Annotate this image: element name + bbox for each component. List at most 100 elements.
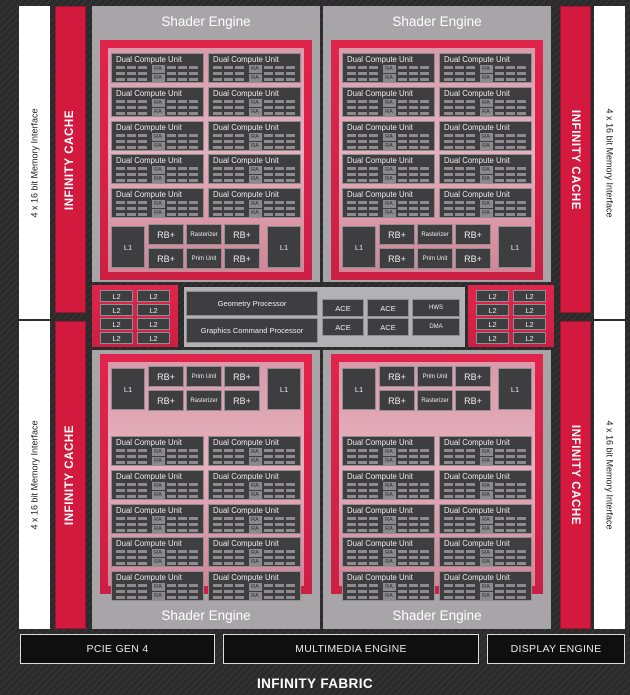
simd-strip [116, 494, 149, 498]
render-backend: RB+ [379, 248, 415, 269]
dual-compute-unit-label: Dual Compute Unit [347, 156, 413, 166]
simd-strip [444, 482, 477, 486]
simd-strip [116, 207, 149, 211]
l2-slice: L2 [476, 290, 509, 302]
dual-compute-unit-label: Dual Compute Unit [347, 438, 413, 447]
l2-slice: L2 [476, 304, 509, 316]
shader-engine-title: Shader Engine [161, 608, 251, 623]
simd-strip [444, 105, 477, 109]
ray-accelerator: RA [382, 549, 396, 558]
simd-strip [263, 133, 296, 137]
dual-compute-unit-label: Dual Compute Unit [444, 573, 510, 583]
ray-accelerator: RA [151, 175, 165, 184]
simd-strip [166, 105, 199, 109]
simd-strip [213, 139, 246, 143]
simd-strip [213, 72, 246, 75]
render-backend: RB+ [224, 224, 260, 245]
simd-strip [166, 111, 199, 115]
simd-strip [397, 207, 430, 211]
rasterizer: Rasterizer [186, 390, 222, 411]
simd-strip [116, 584, 149, 588]
simd-strip [263, 105, 296, 109]
simd-strip [494, 550, 527, 554]
simd-strip [397, 556, 430, 560]
simd-strip [263, 449, 296, 452]
render-backend: RB+ [224, 366, 260, 387]
render-backend: RB+ [224, 248, 260, 269]
simd-strip [166, 590, 199, 594]
simd-strip [494, 596, 527, 600]
simd-strip [494, 139, 527, 143]
simd-strip [166, 584, 199, 588]
ray-accelerator: RA [382, 515, 396, 524]
dual-compute-unit-label: Dual Compute Unit [213, 539, 279, 549]
ray-accelerator: RA [382, 200, 396, 209]
simd-strip [116, 111, 149, 115]
ray-accelerator: RA [479, 558, 493, 567]
shader-engine-title: Shader Engine [392, 14, 482, 29]
memory-interface-label: 4 x 16 bit Memory Interface [604, 107, 615, 218]
simd-strip [444, 72, 477, 75]
dual-compute-unit-label: Dual Compute Unit [116, 88, 182, 98]
ray-accelerator: RA [382, 524, 396, 533]
ray-accelerator: RA [479, 490, 493, 499]
simd-strip [263, 179, 296, 183]
dual-compute-unit-label: Dual Compute Unit [213, 122, 279, 132]
simd-strip [494, 145, 527, 149]
render-backend: RB+ [148, 390, 184, 411]
ray-accelerator: RA [382, 592, 396, 601]
l1-cache: L1 [267, 368, 301, 410]
simd-strip [397, 66, 430, 69]
simd-strip [166, 145, 199, 149]
ray-accelerator: RA [382, 132, 396, 141]
ray-accelerator: RA [382, 74, 396, 82]
ray-accelerator: RA [248, 490, 262, 499]
ray-accelerator: RA [151, 98, 165, 107]
simd-strip [494, 111, 527, 115]
ray-accelerator: RA [382, 583, 396, 592]
simd-strip [494, 179, 527, 183]
simd-strip [213, 516, 246, 520]
dual-compute-unit-label: Dual Compute Unit [213, 55, 279, 64]
simd-strip [213, 556, 246, 560]
simd-strip [347, 173, 380, 177]
simd-strip [347, 528, 380, 532]
simd-strip [347, 550, 380, 554]
ray-accelerator: RA [479, 175, 493, 184]
render-backend: RB+ [148, 366, 184, 387]
simd-strip [347, 207, 380, 211]
simd-strip [397, 72, 430, 75]
simd-strip [213, 173, 246, 177]
ray-accelerator: RA [248, 524, 262, 533]
simd-strip [263, 562, 296, 566]
simd-strip [494, 173, 527, 177]
simd-strip [116, 179, 149, 183]
simd-strip [444, 133, 477, 137]
simd-strip [116, 488, 149, 492]
ray-accelerator: RA [151, 515, 165, 524]
ray-accelerator: RA [382, 141, 396, 150]
rasterizer: Rasterizer [417, 390, 453, 411]
render-backend: RB+ [148, 248, 184, 269]
simd-strip [116, 167, 149, 171]
simd-strip [166, 213, 199, 217]
ray-accelerator: RA [151, 583, 165, 592]
render-backend: RB+ [379, 390, 415, 411]
simd-strip [347, 556, 380, 560]
simd-strip [263, 584, 296, 588]
simd-strip [444, 99, 477, 103]
simd-strip [166, 78, 199, 81]
ray-accelerator: RA [479, 107, 493, 116]
ray-accelerator: RA [248, 200, 262, 209]
